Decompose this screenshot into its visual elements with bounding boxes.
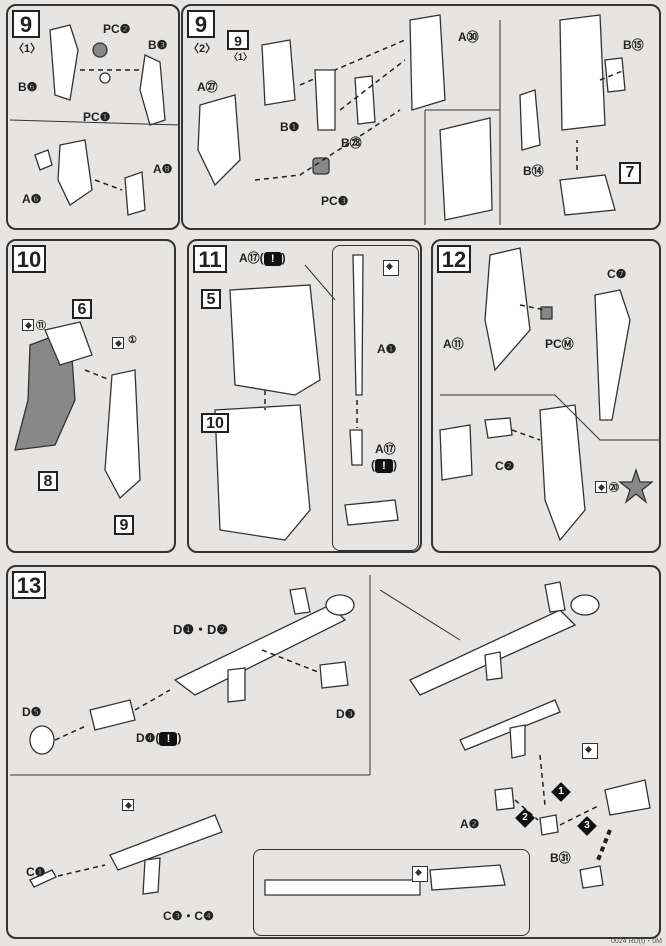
paint-tool-icon (595, 481, 607, 493)
reference-substep: 〈1〉 (229, 52, 253, 62)
label-a22: A㉗ (197, 80, 218, 94)
label-tool-17: ⑪ (36, 321, 46, 332)
label-tool-1: ① (128, 335, 137, 346)
label-tool-35: ⑳ (609, 483, 619, 494)
label-c3-c4: C❸・C❹ (163, 909, 214, 923)
step-12-panel: 12 C❼ A⑪ PCⓂ C❷ ⑳ (431, 239, 661, 553)
label-d4: D❹(!) (136, 731, 181, 746)
substep-label: 〈2〉 (188, 43, 217, 55)
caution-icon: ! (263, 251, 282, 266)
step-1-marker: 1 (551, 782, 571, 802)
step-13-panel: 13 D❶・D❷ D❺ D❹(!) D❸ C❶ C❸・C❹ 1 2 3 A❷ B… (6, 565, 661, 939)
paint-tool-icon (112, 337, 124, 349)
paint-tool-icon (122, 799, 134, 811)
step-10-panel: 10 ⑪ 6 ① 8 9 (6, 239, 176, 553)
caution-paren-open: ( (371, 458, 375, 472)
label-c2: C❷ (495, 459, 515, 473)
label-c7: C❼ (607, 267, 627, 281)
reference-step-5: 5 (201, 289, 221, 309)
step-3-marker: 3 (577, 816, 597, 836)
step-number: 11 (193, 245, 227, 273)
label-pcb: PC❷ (103, 22, 131, 36)
step-number: 9 (187, 10, 215, 38)
label-d5: D❺ (22, 705, 42, 719)
label-a2: A❷ (460, 817, 480, 831)
caution-icon: ! (159, 731, 178, 746)
label-a17b: A⑰ (375, 442, 396, 456)
label-c1: C❶ (26, 865, 46, 879)
reference-step-6: 6 (72, 299, 92, 319)
label-d4-text: D❹( (136, 731, 160, 745)
label-a17: A⑰(!) (239, 249, 286, 266)
sword-subpanel: A❶ A⑰ (!) (332, 245, 419, 551)
label-b23: B㉘ (341, 136, 362, 150)
step-9-part-2-panel: 9 〈2〉 9 〈1〉 A㉚ A㉗ B❶ B㉘ PC❸ B⑮ B⑭ 7 (181, 4, 661, 230)
caution-icon: ! (375, 458, 393, 473)
step-9-part-1-panel: 9 〈1〉 PC❷ B❸ B❻ PC❶ A❻ A❽ (6, 4, 180, 230)
paint-tool-icon (582, 743, 598, 759)
step-number: 12 (437, 245, 471, 273)
caution-paren-close: ) (393, 458, 397, 472)
label-pcm: PCⓂ (545, 337, 574, 351)
label-pcc: PC❸ (321, 194, 349, 208)
step-2-marker: 2 (515, 808, 535, 828)
page-footer: 0024 RD(t)・0M (611, 938, 662, 945)
step-number: 9 (12, 10, 40, 38)
paint-tool-icon (412, 866, 428, 882)
label-a11: A⑪ (443, 337, 464, 351)
substep-label: 〈1〉 (13, 43, 42, 55)
step-number: 10 (12, 245, 46, 273)
label-a25: A㉚ (458, 30, 479, 44)
label-a1: A❶ (377, 342, 397, 356)
step-11-panel: 11 A⑰(!) 5 10 A❶ A⑰ (!) (187, 239, 422, 553)
label-a17-text: A⑰( (239, 251, 264, 265)
reference-step-10: 10 (201, 413, 229, 433)
reference-step-9: 9 (114, 515, 134, 535)
reference-step-7: 7 (619, 162, 641, 184)
label-a6: A❻ (22, 192, 42, 206)
label-a8: A❽ (153, 162, 173, 176)
paint-tool-icon (383, 260, 399, 276)
label-b14: B⑭ (523, 164, 544, 178)
label-b3: B❸ (148, 38, 168, 52)
reference-step-8: 8 (38, 471, 58, 491)
label-d4-close: ) (177, 731, 182, 745)
label-b15: B⑮ (623, 38, 644, 52)
step-number: 13 (12, 571, 46, 599)
detail-subpanel (253, 849, 530, 936)
label-b1: B❶ (280, 120, 300, 134)
reference-step: 9 (227, 30, 249, 50)
label-d1-d2: D❶・D❷ (173, 622, 229, 637)
label-b6: B❻ (18, 80, 38, 94)
label-d3: D❸ (336, 707, 356, 721)
label-a17-close: ) (281, 251, 286, 265)
label-pca: PC❶ (83, 110, 111, 124)
paint-tool-icon (22, 319, 34, 331)
label-b27: B㉛ (550, 851, 571, 865)
label-caution-group: (!) (371, 458, 397, 473)
